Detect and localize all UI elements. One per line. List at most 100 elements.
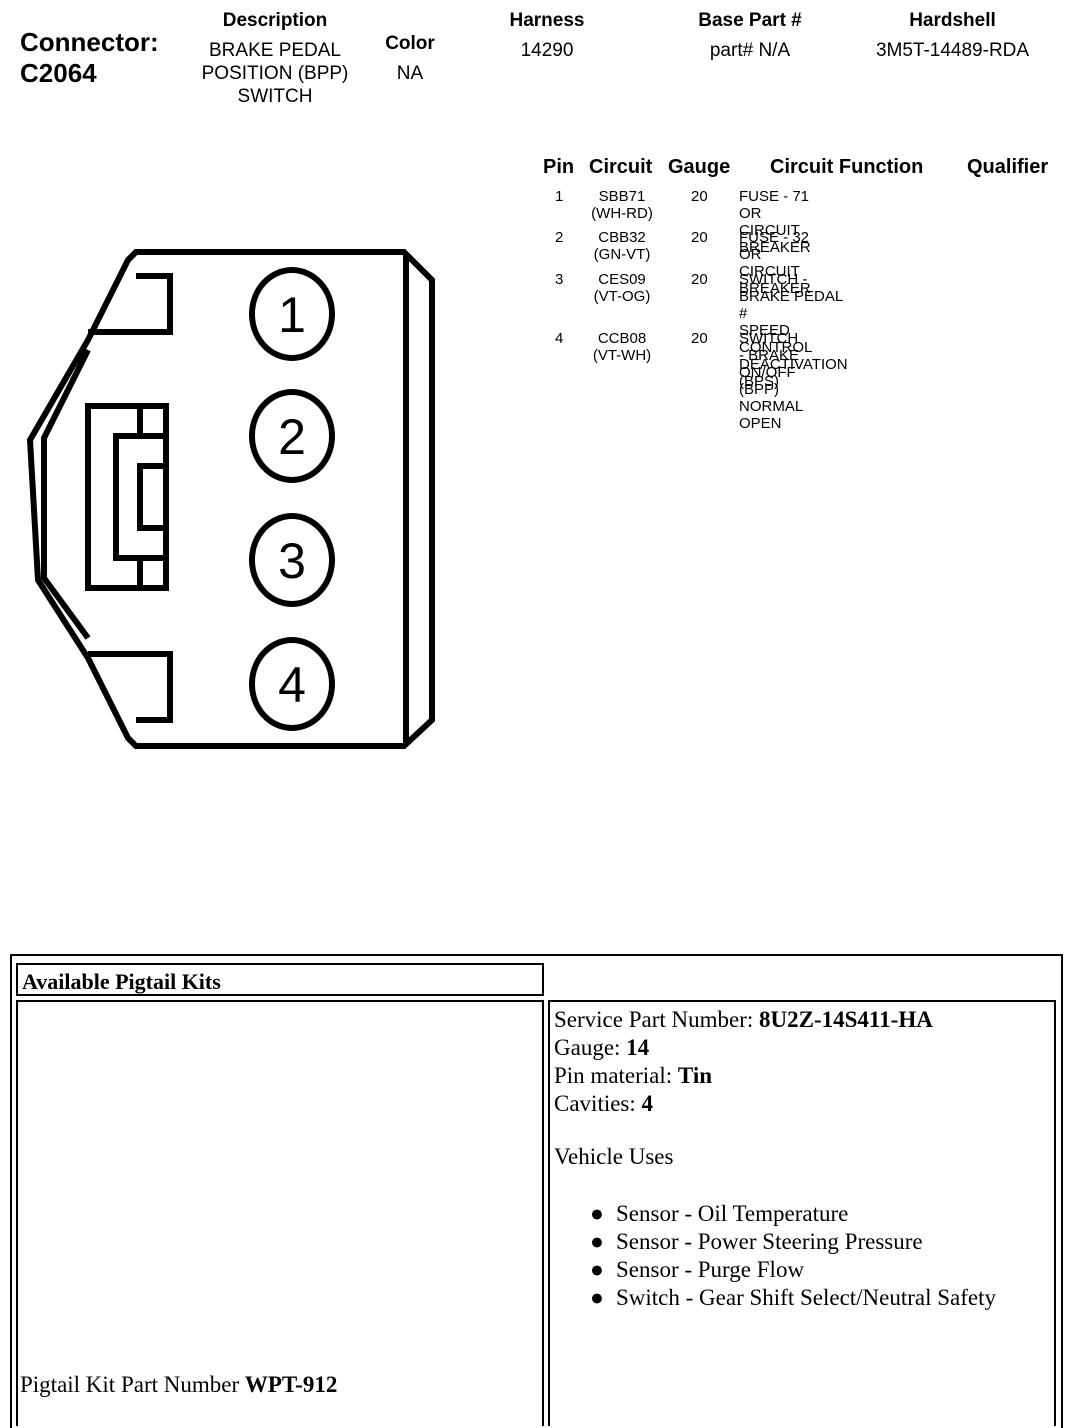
cavities-spec: Cavities: 4 [554, 1090, 933, 1118]
pin-material-label: Pin material: [554, 1063, 678, 1088]
gauge-value: 20 [691, 330, 708, 347]
color-label: Color [385, 33, 435, 54]
bullet-icon: ● [590, 1257, 604, 1282]
vehicle-uses-list: ● Sensor - Oil Temperature ● Sensor - Powe… [554, 1200, 996, 1312]
pigtail-kits-frame [10, 954, 1063, 1428]
connector-label: Connector: [20, 27, 159, 57]
color-value: NA [396, 63, 424, 84]
gauge-value: 20 [691, 229, 708, 246]
description-line: BRAKE PEDAL [209, 40, 341, 61]
service-part-value: 8U2Z-14S411-HA [759, 1007, 933, 1032]
circuit-code: CCB08 (VT-WH) [577, 330, 667, 364]
circuit-function: FUSE - 71 OR CIRCUIT BREAKER [739, 188, 811, 256]
pin-material-value: Tin [677, 1063, 713, 1088]
cavity-circle-4 [249, 637, 335, 731]
pigtail-image-cell: Pigtail Kit Part Number WPT-912 [16, 1000, 544, 1426]
cavities-label: Cavities: [554, 1091, 642, 1116]
description-label: Description [222, 10, 328, 31]
circuit-color: (WH-RD) [591, 205, 653, 222]
base-part-value: part# N/A [709, 40, 791, 61]
vehicle-use-text: Switch - Gear Shift Select/Neutral Safet… [616, 1285, 997, 1310]
pigtail-kits-title: Available Pigtail Kits [22, 969, 221, 994]
connector-body-outline [26, 249, 435, 749]
circuit-id: CES09 [598, 271, 646, 288]
description-value: BRAKE PEDAL POSITION (BPP) SWITCH [175, 39, 375, 108]
column-header-pin: Pin [543, 156, 575, 178]
description-line: POSITION (BPP) [201, 63, 349, 84]
circuit-code: CES09 (VT-OG) [577, 271, 667, 305]
harness-label: Harness [509, 10, 585, 31]
vehicle-uses-title: Vehicle Uses [554, 1144, 674, 1169]
column-header-circuit: Circuit [589, 156, 653, 178]
cavity-number-3: 3 [278, 533, 306, 589]
hardshell-label: Hardshell [909, 10, 996, 31]
gauge-label: Gauge: [554, 1035, 627, 1060]
function-line: FUSE - 32 OR CIRCUIT [739, 229, 810, 280]
function-line: (BPP) NORMAL OPEN [739, 381, 803, 432]
service-part-number: Service Part Number: 8U2Z-14S411-HA [554, 1006, 933, 1034]
list-item: ● Sensor - Purge Flow [554, 1256, 996, 1284]
cavity-circle-1 [249, 267, 335, 361]
bullet-icon: ● [590, 1229, 604, 1254]
cavity-circle-2 [249, 389, 335, 483]
column-header-qualifier: Qualifier [967, 156, 1049, 178]
list-item: ● Sensor - Oil Temperature [554, 1200, 996, 1228]
pigtail-kit-part-number: Pigtail Kit Part Number WPT-912 [20, 1372, 337, 1398]
cavities-value: 4 [641, 1091, 654, 1116]
function-line: DEACTIVATION (BPS) [739, 356, 848, 390]
circuit-color: (VT-OG) [593, 288, 651, 305]
cavity-number-1: 1 [278, 287, 306, 343]
side-contour [41, 348, 91, 640]
column-header-gauge: Gauge [668, 156, 731, 178]
connector-id: C2064 [20, 58, 97, 88]
vehicle-use-text: Sensor - Purge Flow [616, 1257, 805, 1282]
pigtail-specs: Service Part Number: 8U2Z-14S411-HA Gaug… [554, 1006, 933, 1118]
circuit-id: CCB08 [597, 330, 647, 347]
function-line: SPEED CONTROL [739, 322, 813, 356]
vehicle-use-text: Sensor - Oil Temperature [616, 1201, 849, 1226]
function-line: SWITCH - BRAKE ON/OFF [739, 330, 800, 381]
hardshell-value: 3M5T-14489-RDA [875, 40, 1030, 61]
cavity-number-2: 2 [278, 409, 306, 465]
circuit-id: CBB32 [598, 229, 646, 246]
lower-latch [88, 651, 173, 723]
cavity-circle-3 [249, 513, 335, 607]
service-part-label: Service Part Number: [554, 1007, 760, 1032]
harness-value: 14290 [520, 40, 574, 61]
circuit-color: (VT-WH) [592, 347, 652, 364]
connector-face-diagram: 1 2 3 4 [26, 249, 435, 749]
vehicle-use-text: Sensor - Power Steering Pressure [616, 1229, 923, 1254]
pigtail-title-cell: Available Pigtail Kits [16, 963, 544, 996]
function-line: BREAKER [739, 280, 811, 297]
column-header-circuit-function: Circuit Function [770, 156, 924, 178]
cavity-number-4: 4 [278, 657, 306, 713]
function-line: BREAKER [739, 239, 811, 256]
gauge-value: 20 [691, 271, 708, 288]
lock-block-tab [137, 463, 169, 531]
pin-number: 2 [555, 229, 564, 246]
gauge-spec: Gauge: 14 [554, 1034, 933, 1062]
bullet-icon: ● [590, 1201, 604, 1226]
circuit-code: SBB71 (WH-RD) [577, 188, 667, 222]
pin-number: 1 [555, 188, 564, 205]
base-part-label: Base Part # [698, 10, 802, 31]
kit-part-value: WPT-912 [244, 1372, 338, 1397]
connector-heading: Connector: C2064 [20, 27, 159, 89]
circuit-function: SWITCH - BRAKE PEDAL # SPEED CONTROL DEA… [739, 271, 848, 390]
circuit-color: (GN-VT) [593, 246, 651, 263]
description-line: SWITCH [237, 86, 313, 107]
gauge-value: 14 [626, 1035, 650, 1060]
circuit-code: CBB32 (GN-VT) [577, 229, 667, 263]
circuit-function: FUSE - 32 OR CIRCUIT BREAKER [739, 229, 811, 297]
upper-latch [88, 273, 173, 335]
list-item: ● Sensor - Power Steering Pressure [554, 1228, 996, 1256]
kit-part-label: Pigtail Kit Part Number [20, 1372, 245, 1397]
list-item: ● Switch - Gear Shift Select/Neutral Safe… [554, 1284, 996, 1312]
circuit-function: SWITCH - BRAKE ON/OFF (BPP) NORMAL OPEN [739, 330, 803, 432]
bullet-icon: ● [590, 1285, 604, 1310]
pin-number: 3 [555, 271, 564, 288]
pin-number: 4 [555, 330, 564, 347]
gauge-value: 20 [691, 188, 708, 205]
function-line: SWITCH - BRAKE PEDAL # [739, 271, 843, 322]
function-line: FUSE - 71 OR CIRCUIT [739, 188, 810, 239]
